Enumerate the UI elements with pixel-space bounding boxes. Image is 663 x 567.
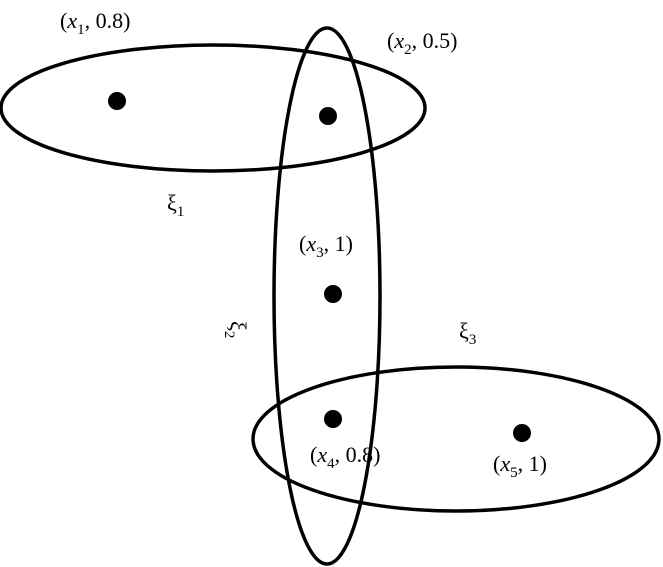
- vertex-label-x2: (x2, 0.5): [387, 28, 457, 58]
- vertex-label-x1: (x1, 0.8): [60, 8, 130, 38]
- vertex-x3: [324, 285, 342, 303]
- vertex-label-x3: (x3, 1): [299, 231, 353, 261]
- vertex-x2: [319, 107, 337, 125]
- hyperedge-label-xi2: ξ2: [221, 321, 251, 338]
- hyperedge-xi1: [0, 43, 427, 173]
- vertex-x5: [513, 424, 531, 442]
- vertex-x4: [324, 410, 342, 428]
- hyperedge-xi2: [272, 26, 382, 566]
- vertex-label-x5: (x5, 1): [493, 451, 547, 481]
- hyperedge-xi3: [251, 365, 661, 513]
- hyperedge-label-xi3: ξ3: [459, 318, 476, 348]
- vertex-x1: [108, 92, 126, 110]
- vertex-label-x4: (x4, 0.8): [310, 442, 380, 472]
- hyperedge-label-xi1: ξ1: [167, 190, 184, 220]
